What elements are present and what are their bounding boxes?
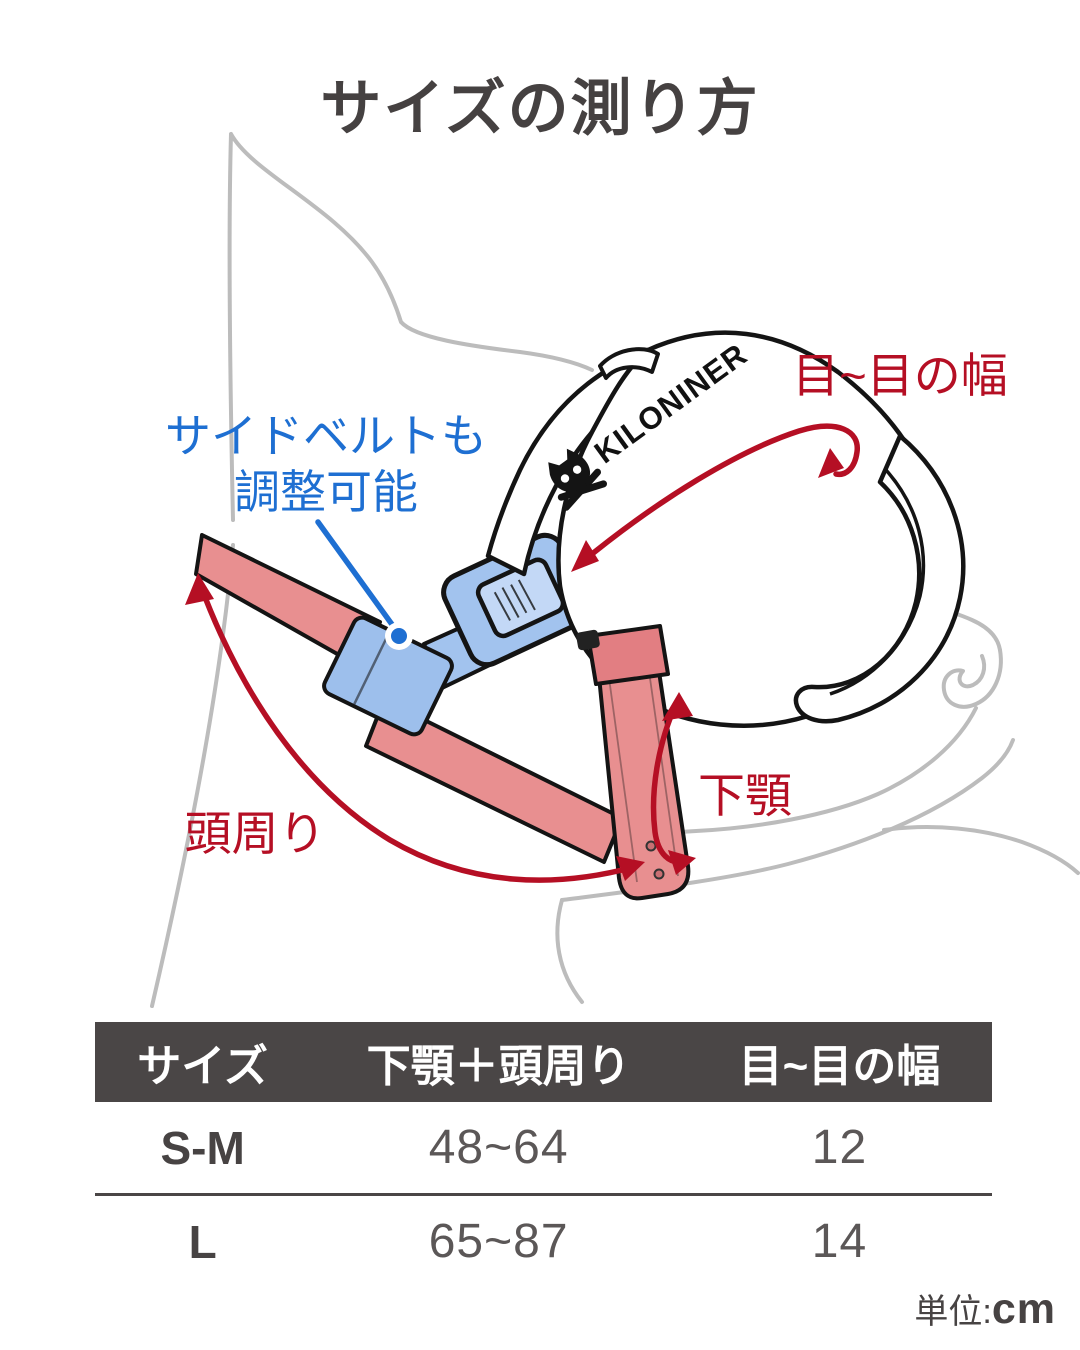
jaw-arrowhead-bottom <box>668 850 696 875</box>
side-belt-callout: サイドベルトも 調整可能 <box>165 410 487 650</box>
dog-ear-outline <box>227 132 594 522</box>
eye-width-arrowhead-lower <box>571 540 599 572</box>
jaw-strap-hole <box>653 868 665 880</box>
page-title: サイズの測り方 <box>320 74 760 142</box>
size-table: サイズ 下顎＋頭周り 目~目の幅 S-M 48~64 12 L 65~87 14 <box>95 1022 992 1287</box>
row-eye-width: 12 <box>811 1121 868 1174</box>
dog-head-sketch <box>150 132 1080 1008</box>
size-table-header-row: サイズ 下顎＋頭周り 目~目の幅 <box>95 1022 992 1102</box>
row-jaw-plus-head: 65~87 <box>428 1215 569 1268</box>
buckle-slot <box>475 557 566 639</box>
crossbones-icon <box>557 468 608 511</box>
head-circ-arrowhead-top <box>185 573 214 605</box>
dog-muzzle-illustration: KILONINER 目~目の幅 <box>150 132 1080 1008</box>
unit-note: 単位: cm <box>914 1284 1056 1334</box>
dog-upper-lip-line <box>662 706 978 835</box>
goggle-front-rim <box>793 433 966 724</box>
side-belt-note-line1: サイドベルトも <box>165 410 487 462</box>
dog-nose-outline <box>941 648 1003 709</box>
head-circ-arrowhead-end <box>616 856 645 881</box>
callout-dot <box>391 628 407 644</box>
belt-buckle <box>441 532 591 668</box>
jaw-arrowhead-top <box>662 692 693 721</box>
jaw-label: 下顎 <box>698 769 792 822</box>
header-eye-width: 目~目の幅 <box>738 1042 941 1091</box>
table-row: L 65~87 14 <box>95 1193 992 1287</box>
jaw-strap-top-fold <box>586 624 670 686</box>
goggle-top-adjuster-bump <box>598 347 660 380</box>
side-belt-note-line2: 調整可能 <box>234 466 418 518</box>
dog-neck-front-line <box>555 898 584 1004</box>
header-jaw-plus-head: 下顎＋頭周り <box>366 1042 631 1091</box>
dog-skull-icon <box>548 448 591 493</box>
dog-jowl-line <box>882 825 1080 875</box>
head-circumference-label: 頭周り <box>185 807 326 860</box>
callout-line <box>315 519 399 633</box>
jaw-strap-clip <box>576 629 600 651</box>
eye-width-label: 目~目の幅 <box>792 349 1007 402</box>
jaw-arrow <box>650 701 687 865</box>
eye-width-arrow <box>578 423 860 566</box>
side-strap-lower-segment <box>364 698 624 864</box>
table-row: S-M 48~64 12 <box>95 1102 992 1193</box>
dog-neck-back-line <box>150 543 235 1008</box>
jaw-strap-hole <box>645 840 657 852</box>
header-size: サイズ <box>137 1042 268 1091</box>
head-circumference-arrow <box>197 581 637 883</box>
row-eye-width: 14 <box>811 1215 868 1268</box>
unit-label: 単位: <box>914 1293 992 1331</box>
row-size: S-M <box>160 1121 245 1174</box>
red-annotations: 目~目の幅 下顎 頭周り <box>185 349 1008 883</box>
jaw-strap <box>576 624 691 901</box>
goggle-rim-inner-line <box>829 468 926 696</box>
row-size: L <box>188 1215 217 1268</box>
row-jaw-plus-head: 48~64 <box>428 1121 569 1174</box>
buckle-grip-ticks <box>493 579 536 621</box>
unit-value: cm <box>991 1285 1056 1333</box>
jaw-strap-band <box>594 636 691 901</box>
eye-width-arrowhead-loop <box>818 448 844 478</box>
